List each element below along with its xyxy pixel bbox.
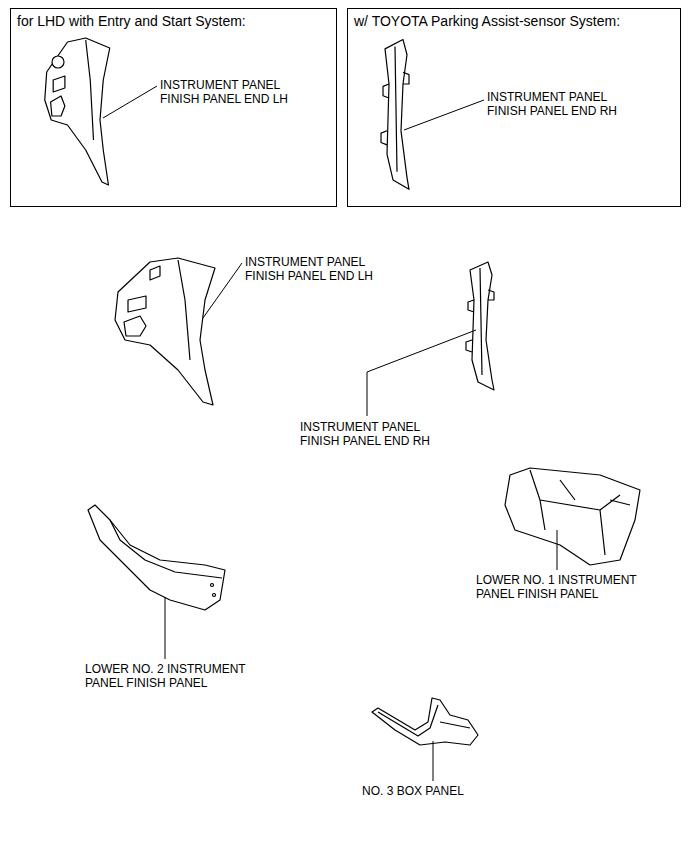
finish-panel-end-lh bbox=[115, 258, 215, 405]
no3-box-panel bbox=[372, 698, 478, 745]
condition-heading: for LHD with Entry and Start System: bbox=[11, 9, 336, 30]
part-drawings bbox=[45, 38, 640, 745]
part-name: INSTRUMENT PANEL FINISH PANEL END LH bbox=[245, 255, 395, 283]
condition-frame: for LHD with Entry and Start System: bbox=[10, 8, 337, 207]
part-name: INSTRUMENT PANEL FINISH PANEL END RH bbox=[300, 420, 450, 448]
lower-no1-panel bbox=[505, 468, 640, 565]
part-name: NO. 3 BOX PANEL bbox=[362, 784, 512, 798]
finish-panel-end-lh-small bbox=[45, 38, 110, 185]
part-name: LOWER NO. 1 INSTRUMENT PANEL FINISH PANE… bbox=[476, 573, 651, 601]
finish-panel-end-rh bbox=[466, 262, 494, 390]
part-name: LOWER NO. 2 INSTRUMENT PANEL FINISH PANE… bbox=[85, 662, 260, 690]
finish-panel-end-rh-small bbox=[381, 40, 409, 190]
part-name: INSTRUMENT PANEL FINISH PANEL END LH bbox=[160, 78, 310, 106]
part-name: INSTRUMENT PANEL FINISH PANEL END RH bbox=[487, 90, 637, 118]
condition-heading: w/ TOYOTA Parking Assist-sensor System: bbox=[348, 9, 680, 30]
lower-no2-panel bbox=[88, 505, 225, 610]
